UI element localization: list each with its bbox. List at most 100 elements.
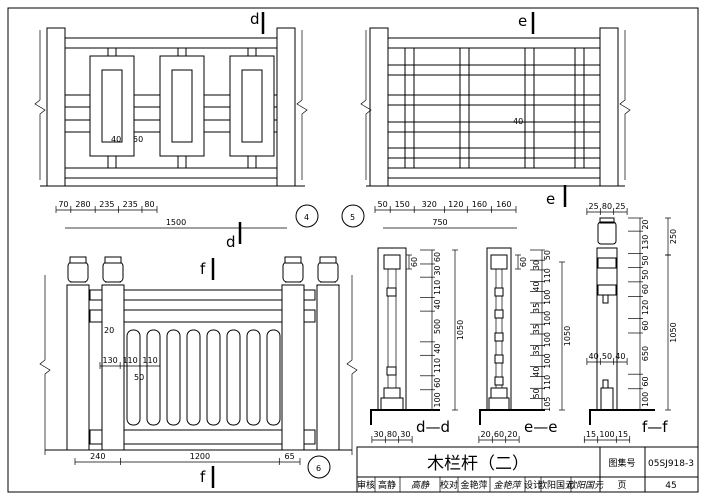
- drawing-title: 木栏杆（二）: [427, 454, 529, 474]
- dimension: 40: [433, 343, 442, 353]
- dimension: 1050: [669, 322, 678, 342]
- dimension: 235: [123, 200, 138, 209]
- dimension: 60: [494, 430, 504, 439]
- dimension: 65: [285, 452, 295, 461]
- dimension: 30: [532, 260, 541, 270]
- section-d-d: d—d: [370, 247, 450, 436]
- baluster: [186, 329, 201, 426]
- break-line: [346, 275, 358, 455]
- dimension: 1500: [166, 218, 186, 227]
- post: [316, 284, 340, 451]
- break-line: [619, 30, 631, 180]
- detail-number-circle: [307, 455, 331, 479]
- dimension: 110: [433, 358, 442, 373]
- dimension: 280: [75, 200, 90, 209]
- dimension: 35: [532, 345, 541, 355]
- lattice-frame: [241, 69, 263, 143]
- post: [369, 27, 389, 187]
- dimension: 50: [641, 255, 650, 265]
- section-mark-label: e: [518, 12, 527, 30]
- dimension: 100: [543, 353, 552, 368]
- dimension: 105: [543, 397, 552, 412]
- rail-section: [494, 376, 504, 386]
- dimension: 100: [433, 392, 442, 407]
- dimension: 100: [599, 430, 614, 439]
- dimension: 15: [618, 430, 628, 439]
- dimension: 100: [543, 290, 552, 305]
- dimension: 100: [543, 332, 552, 347]
- lattice-frame: [89, 55, 135, 157]
- dimension: 30: [400, 430, 410, 439]
- post: [101, 284, 125, 451]
- dimension: 40: [111, 135, 121, 144]
- dimension: 80: [387, 430, 397, 439]
- post: [66, 284, 90, 451]
- rail-section: [494, 332, 504, 342]
- post: [46, 27, 66, 187]
- baluster: [166, 329, 181, 426]
- dimension: 15: [586, 430, 596, 439]
- reviewer-name: 高静: [378, 479, 396, 491]
- section-f-f: f—f: [589, 217, 668, 436]
- dimension: 110: [543, 268, 552, 283]
- designer-signature: 欧阳国元: [567, 480, 604, 491]
- reviewer-signature: 高静: [411, 480, 430, 491]
- baluster: [206, 329, 221, 426]
- atlas-number: 05SJ918-3: [648, 459, 694, 469]
- dimension: 120: [641, 300, 650, 315]
- dimension: 60: [641, 321, 650, 331]
- checker-signature: 金艳萍: [493, 480, 522, 491]
- detail-number-circle: [295, 204, 319, 228]
- break-line: [39, 275, 51, 455]
- post-cap: [67, 261, 89, 283]
- dimension: 110: [543, 375, 552, 390]
- post: [281, 284, 305, 451]
- section-title: d—d: [416, 418, 450, 436]
- dimension: 250: [669, 229, 678, 244]
- dimension: 160: [472, 200, 487, 209]
- dimension: 320: [422, 200, 437, 209]
- detail-number: 4: [304, 213, 309, 222]
- dimension: 80: [602, 202, 612, 211]
- section-e-e: e—e: [479, 247, 557, 436]
- rail-section: [494, 287, 504, 297]
- designer-name: 欧阳国元: [538, 479, 574, 491]
- baluster: [266, 329, 281, 426]
- post: [276, 27, 296, 187]
- dimension: 130: [641, 235, 650, 250]
- dimension: 160: [496, 200, 511, 209]
- dimension: 50: [378, 200, 388, 209]
- dimension: 50: [532, 388, 541, 398]
- dimension: 750: [432, 218, 447, 227]
- rail-section: [494, 354, 504, 364]
- atlas-label: 图集号: [608, 457, 635, 469]
- post-cap: [317, 261, 339, 283]
- dimension: 100: [543, 311, 552, 326]
- section-mark-label: d: [226, 233, 236, 251]
- post-cap: [102, 261, 124, 283]
- lattice-frame: [159, 55, 205, 157]
- page-number: 45: [665, 481, 676, 491]
- dimension: 60: [433, 252, 442, 262]
- dimension: 20: [507, 430, 517, 439]
- dimension: 650: [641, 346, 650, 361]
- dimension: 500: [433, 319, 442, 334]
- checker-name: 金艳萍: [460, 479, 487, 491]
- sheet-frame: [7, 7, 699, 493]
- lattice-frame: [171, 69, 193, 143]
- dimension: 40: [532, 281, 541, 291]
- dimension: 110: [433, 280, 442, 295]
- dimension: 50: [641, 270, 650, 280]
- detail-number: 6: [316, 464, 321, 473]
- post-cap: [69, 256, 87, 264]
- dimension: 240: [90, 452, 105, 461]
- dimension: 130: [102, 356, 117, 365]
- dimension: 35: [532, 324, 541, 334]
- dimension: 100: [641, 392, 650, 407]
- dimension: 70: [58, 200, 68, 209]
- dimension: 1050: [563, 326, 572, 346]
- dimension: 1200: [190, 452, 210, 461]
- dimension: 40: [589, 352, 599, 361]
- break-line: [296, 30, 308, 180]
